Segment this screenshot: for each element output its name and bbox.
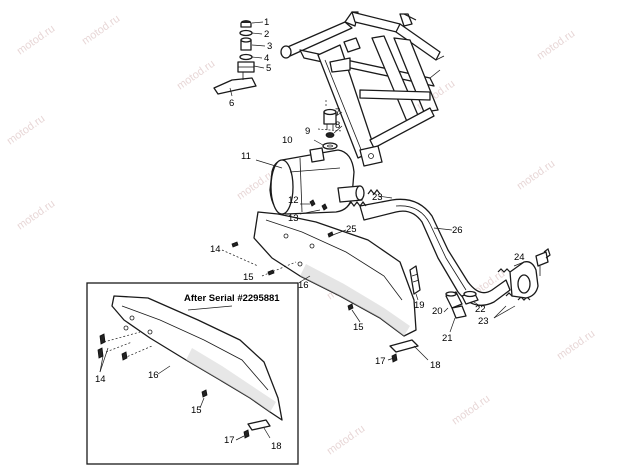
watermark: motod.ru [15,198,57,233]
callout-labels: 1 2 3 4 5 6 7 8 9 10 11 12 13 14 15 15 1… [95,17,525,452]
watermark: motod.ru [515,158,557,193]
callout-16: 16 [298,280,309,291]
callout-17: 17 [375,356,386,367]
callout-11: 11 [241,151,251,162]
callout-2: 2 [264,29,269,40]
callout-10: 10 [282,135,293,146]
vehicle-frame [280,11,445,167]
callout-8: 8 [335,120,340,131]
callout-5: 5 [266,63,271,74]
inset-callout-16: 16 [148,370,159,381]
inset-after-serial: After Serial #2295881 [86,282,299,465]
callout-13: 13 [288,213,299,224]
muffler [255,147,365,215]
inset-callout-17: 17 [224,435,235,446]
exhaust-flange [509,248,551,299]
callout-24: 24 [514,252,525,263]
callout-15: 15 [353,322,364,333]
callout-7: 7 [335,107,340,118]
watermark: motod.ru [5,113,47,148]
callout-6: 6 [229,98,234,109]
callout-22: 22 [475,304,486,315]
callout-15: 15 [243,272,254,283]
callout-25: 25 [346,224,357,235]
watermark: motod.ru [450,393,492,428]
callout-18: 18 [430,360,441,371]
inset-callout-15: 15 [191,405,202,416]
inset-callout-18: 18 [271,441,282,452]
callout-1: 1 [264,17,269,28]
callout-20: 20 [432,306,443,317]
inset-title: After Serial #2295881 [184,293,280,304]
small-hardware [409,265,481,333]
callout-23: 23 [478,316,489,327]
watermark: motod.ru [175,58,217,93]
callout-4: 4 [264,53,269,64]
callout-26: 26 [452,225,463,236]
watermark: motod.ru [535,28,577,63]
heat-shield [221,199,429,363]
callout-9: 9 [305,126,310,137]
muffler-mount-hardware [313,100,343,150]
watermark: motod.ru [555,328,597,363]
callout-14: 14 [210,244,221,255]
mount-hardware-stack [213,20,266,97]
watermark: motod.ru [325,423,367,458]
watermark: motod.ru [80,13,122,48]
callout-23: 23 [372,192,383,203]
inset-callout-14: 14 [95,374,106,385]
callout-19: 19 [414,300,425,311]
watermark: motod.ru [15,23,57,58]
callout-21: 21 [442,333,453,344]
callout-12: 12 [288,195,299,206]
head-pipe [347,189,531,319]
callout-3: 3 [267,41,272,52]
